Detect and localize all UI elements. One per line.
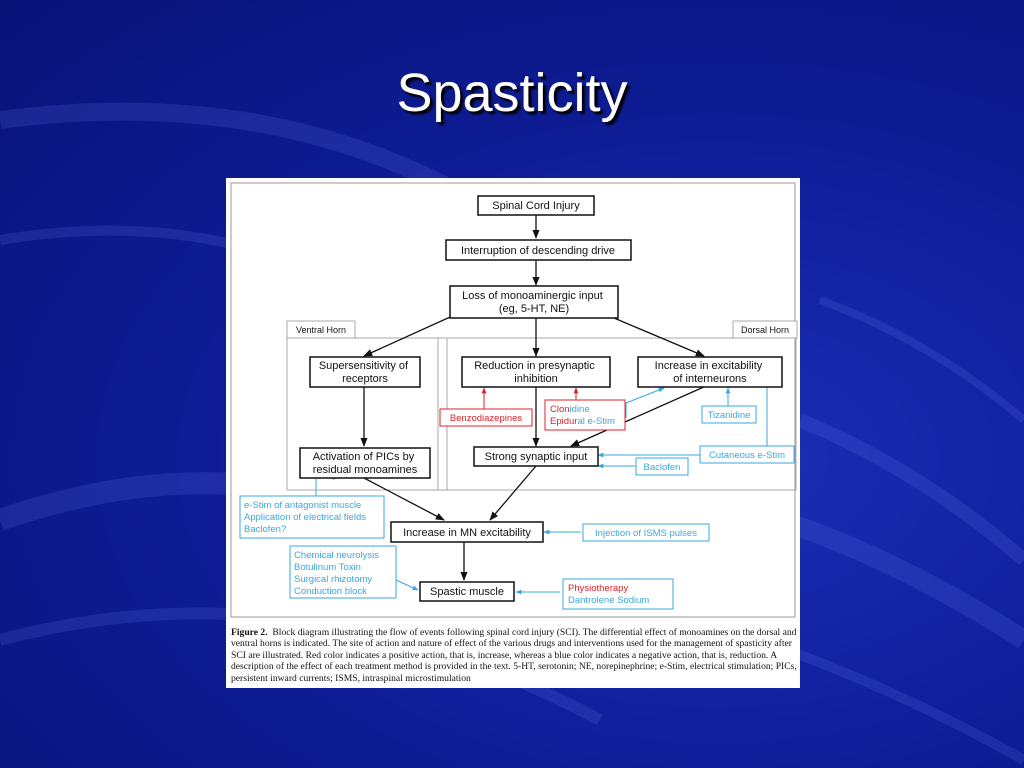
figure-panel: Ventral Horn Dorsal Horn xyxy=(226,178,800,688)
svg-text:Baclofen: Baclofen xyxy=(644,462,681,473)
node-increase-excitability: Increase in excitability of interneurons xyxy=(637,356,783,388)
svg-text:Benzodiazepines: Benzodiazepines xyxy=(450,413,523,424)
svg-text:Supersensitivity of re: Supersensitivity of receptors xyxy=(319,360,411,385)
svg-text:Physiotherapy Dantrole: Physiotherapy Dantrolene Sodium xyxy=(568,583,649,606)
intervention-isms: Injection of ISMS pulses xyxy=(582,523,710,542)
svg-text:Chemical neurolysis Bo: Chemical neurolysis Botulinum Toxin Surg… xyxy=(294,550,382,597)
svg-text:Clonidine Epidural e-S: Clonidine Epidural e-Stim xyxy=(550,404,615,427)
dorsal-horn-region: Dorsal Horn xyxy=(437,320,798,491)
intervention-estim-antagonist: e-Stim of antagonist muscle Application … xyxy=(239,495,385,539)
node-spastic-muscle: Spastic muscle xyxy=(419,581,515,602)
svg-text:Interruption of descending dri: Interruption of descending drive xyxy=(461,245,615,257)
svg-text:Reduction in presynaptic: Reduction in presynaptic inhibition xyxy=(474,360,598,385)
intervention-baclofen: Baclofen xyxy=(635,457,689,476)
arrow-synaptic-mn xyxy=(489,465,537,521)
svg-text:Spastic muscle: Spastic muscle xyxy=(430,586,504,598)
intervention-cutaneous-estim: Cutaneous e-Stim xyxy=(699,445,795,464)
arrow-increase-synaptic xyxy=(570,385,707,447)
svg-text:Injection of ISMS pulses: Injection of ISMS pulses xyxy=(595,528,697,539)
block-diagram: Ventral Horn Dorsal Horn xyxy=(230,182,798,618)
figure-border xyxy=(230,182,796,618)
svg-text:Loss of monoaminergic input: Loss of monoaminergic input (eg, 5-HT, N… xyxy=(462,290,606,315)
node-pics: Activation of PICs by residual monoamine… xyxy=(299,447,431,479)
node-sci: Spinal Cord Injury xyxy=(477,195,595,216)
arrow-clonidine-increase xyxy=(625,387,665,418)
svg-text:Increase in excitability: Increase in excitability of interneurons xyxy=(655,360,766,385)
svg-text:Strong synaptic input: Strong synaptic input xyxy=(485,451,588,463)
flow-arrows xyxy=(315,215,775,595)
caption-label: Figure 2. xyxy=(231,627,268,638)
arrow-estim-pics xyxy=(315,475,339,496)
figure-caption: Figure 2. Block diagram illustrating the… xyxy=(231,627,797,684)
svg-text:Cutaneous e-Stim: Cutaneous e-Stim xyxy=(709,450,785,461)
svg-text:e-Stim of antagonist muscle: e-Stim of antagonist muscle Application … xyxy=(244,500,369,535)
arrow-pics-mn xyxy=(363,477,445,521)
dorsal-horn-label: Dorsal Horn xyxy=(741,325,789,335)
arrow-loss-increase xyxy=(613,317,705,357)
node-reduction: Reduction in presynaptic inhibition xyxy=(461,356,611,388)
intervention-chemical-neurolysis: Chemical neurolysis Botulinum Toxin Surg… xyxy=(289,545,397,599)
slide-title: Spasticity xyxy=(396,63,628,123)
node-mn-excitability: Increase in MN excitability xyxy=(390,521,544,543)
node-interruption: Interruption of descending drive xyxy=(445,239,632,261)
intervention-physiotherapy: Physiotherapy Dantrolene Sodium xyxy=(562,578,674,610)
svg-text:Activation of PICs by: Activation of PICs by residual monoamine… xyxy=(313,451,418,476)
node-supersens: Supersensitivity of receptors xyxy=(309,356,421,388)
intervention-tizanidine: Tizanidine xyxy=(701,405,757,424)
intervention-clonidine-epidural: Clonidine Epidural e-Stim xyxy=(544,399,626,431)
arrow-chem-spastic xyxy=(395,579,419,591)
node-synaptic: Strong synaptic input xyxy=(473,446,599,467)
caption-text: Block diagram illustrating the flow of e… xyxy=(231,627,797,684)
svg-text:Spinal Cord Injury: Spinal Cord Injury xyxy=(492,200,580,212)
node-loss: Loss of monoaminergic input (eg, 5-HT, N… xyxy=(449,285,619,319)
ventral-horn-label: Ventral Horn xyxy=(296,325,346,335)
svg-text:Tizanidine: Tizanidine xyxy=(708,410,751,421)
svg-text:Increase in MN excitability: Increase in MN excitability xyxy=(403,527,531,539)
intervention-benzodiazepines: Benzodiazepines xyxy=(439,408,533,427)
